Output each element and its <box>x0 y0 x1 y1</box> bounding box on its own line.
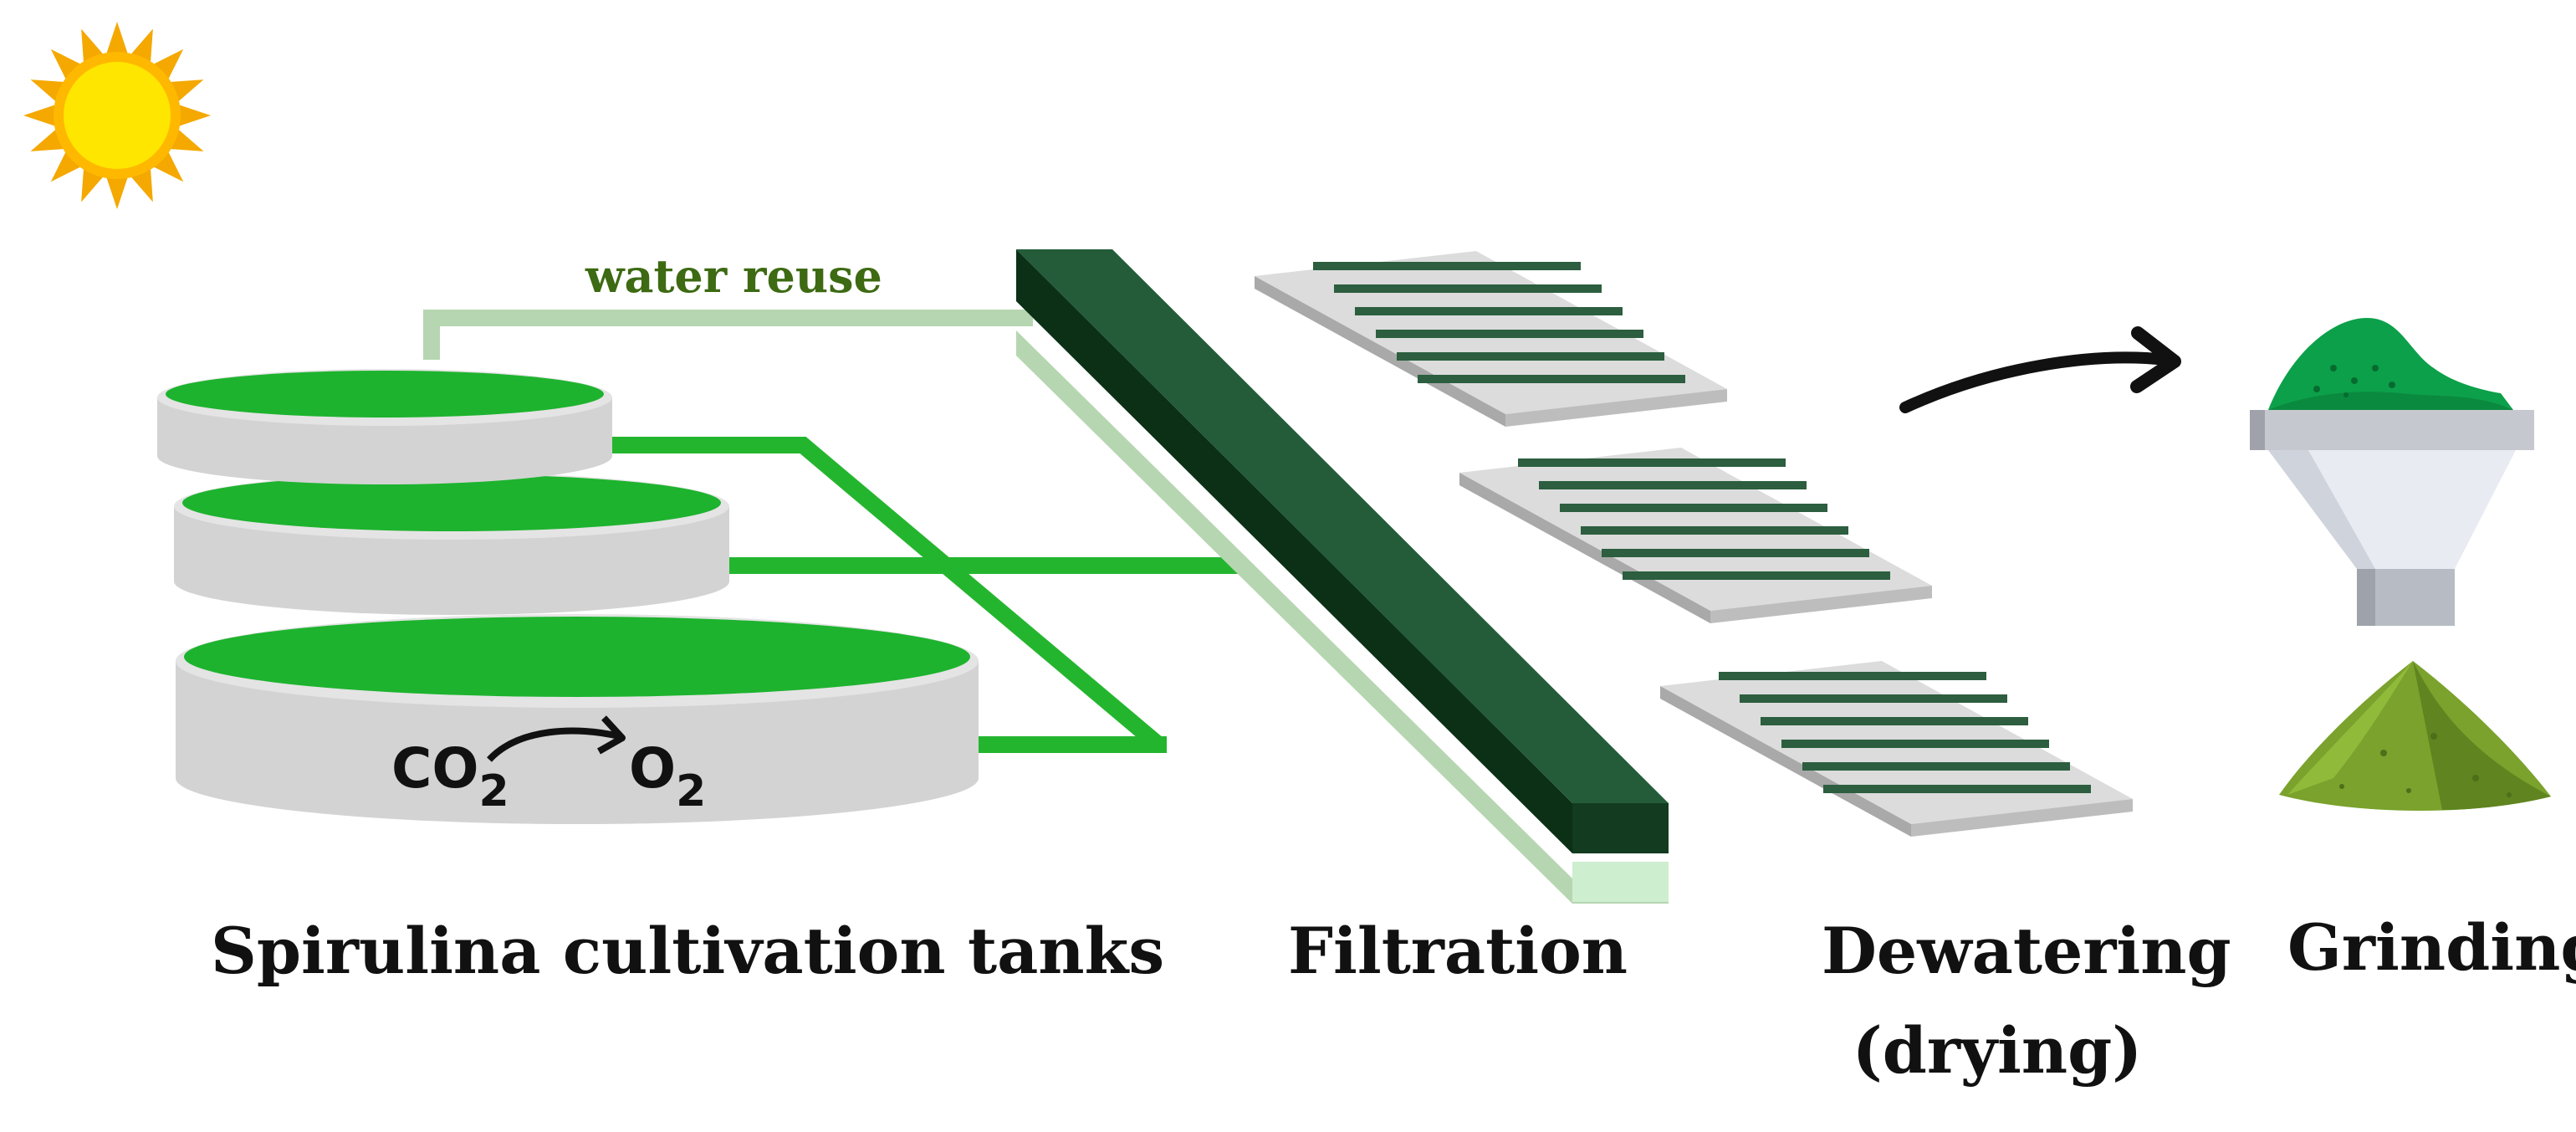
co2-text: CO <box>391 736 479 801</box>
co2-label: CO2 <box>391 736 509 817</box>
sun-icon <box>23 22 211 209</box>
drying-tray-1 <box>1255 251 1727 427</box>
o2-subscript: 2 <box>676 766 707 817</box>
water-reuse-label: water reuse <box>585 249 882 303</box>
o2-label: O2 <box>629 736 706 817</box>
stage-label-dewatering-line1: Dewatering <box>1822 914 2231 988</box>
tank-medium <box>174 473 729 615</box>
co2-subscript: 2 <box>478 766 509 817</box>
drying-tray-2 <box>1459 448 1932 623</box>
tank-small <box>157 369 612 484</box>
drying-tray-icon <box>1255 251 2133 837</box>
powder-pile-icon <box>2279 661 2551 812</box>
feed-pipes <box>602 437 1238 753</box>
stage-label-dewatering-line2: (drying) <box>1852 1013 2143 1088</box>
filtration-bar-icon <box>1016 249 1669 904</box>
stage-label-filtration: Filtration <box>1288 914 1628 988</box>
tank-large <box>176 614 979 824</box>
water-reuse-pipe <box>423 310 1033 360</box>
co2-to-o2-arrowhead <box>597 715 626 755</box>
stage-label-grinding: Grinding <box>2287 910 2576 985</box>
grinder-funnel-icon <box>2250 318 2534 626</box>
stage-label-dewatering: Dewatering (drying) <box>1822 914 2231 1088</box>
cultivation-tank-icon <box>157 369 979 824</box>
o2-text: O <box>629 736 677 801</box>
process-arrow-icon <box>1899 326 2181 413</box>
drying-tray-3 <box>1660 661 2133 837</box>
stage-label-cultivation: Spirulina cultivation tanks <box>211 914 1165 988</box>
co2-to-o2-arrow <box>487 727 620 762</box>
